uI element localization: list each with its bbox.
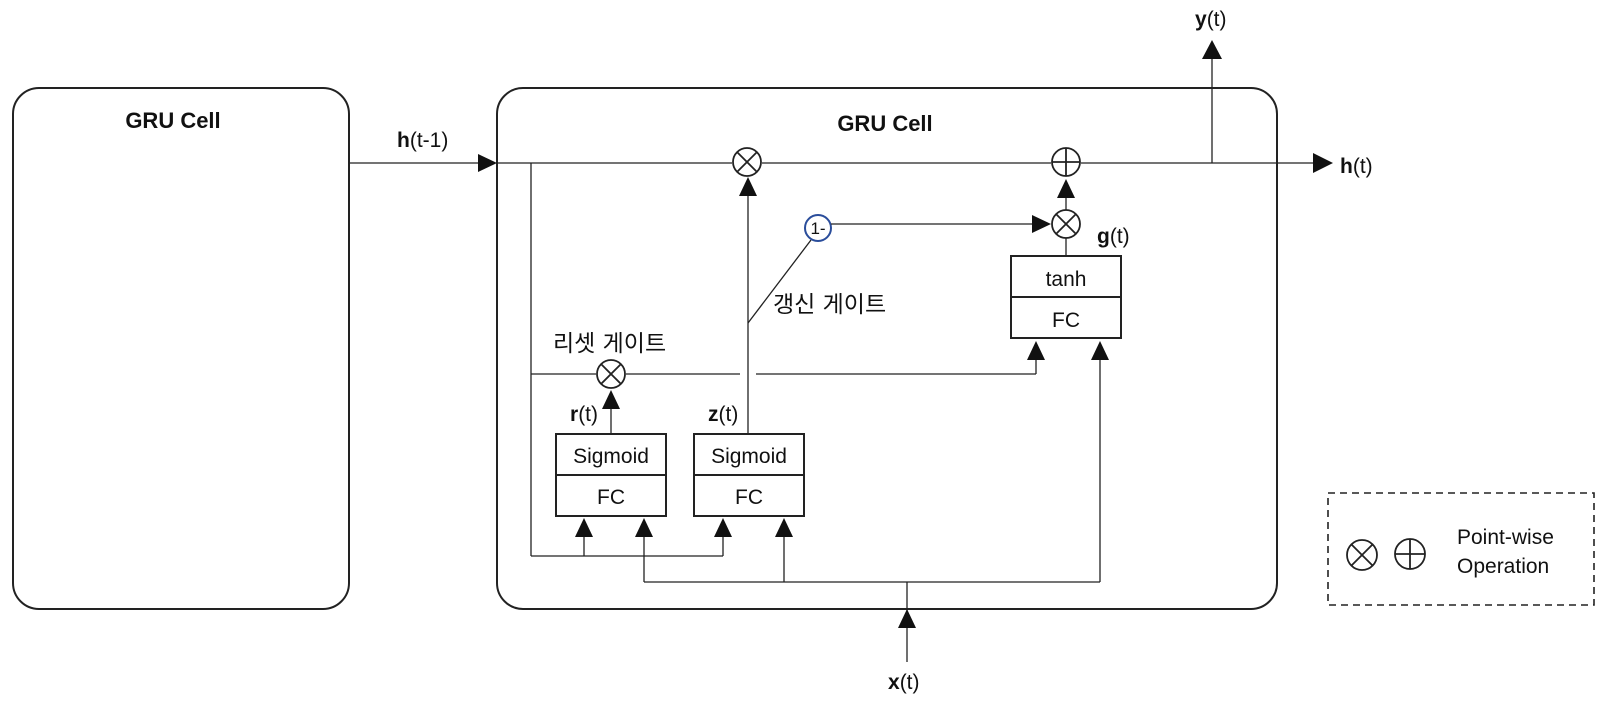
r-label: r(t) (570, 403, 598, 426)
update-h-arrow (714, 518, 732, 537)
reset-h-arrow (575, 518, 593, 537)
top-add-icon (1051, 147, 1081, 177)
h-out-label: h(t) (1340, 155, 1373, 178)
reset-multiply-icon (596, 359, 626, 389)
x-in-label: x(t) (888, 671, 920, 694)
top-multiply-icon (732, 147, 762, 177)
main-gru-cell (496, 87, 1278, 610)
h-out-arrow (1313, 153, 1333, 173)
one-minus-label: 1- (810, 219, 825, 238)
legend-multiply-icon (1346, 539, 1378, 571)
one-minus-node (804, 214, 832, 242)
reset-x-arrow (635, 518, 653, 537)
candidate-multiply-icon (1051, 209, 1081, 239)
r-arrow (602, 390, 620, 409)
candidate-fc-label: FC (1052, 309, 1080, 332)
z-to-one-minus (747, 239, 812, 324)
candidate-h-arrow (1027, 341, 1045, 360)
candidate-box (1010, 255, 1122, 339)
candidate-tanh-label: tanh (1046, 268, 1087, 291)
legend-line2: Operation (1457, 555, 1549, 578)
y-out-label: y(t) (1195, 8, 1227, 31)
update-gate-label: 갱신 게이트 (773, 292, 886, 318)
mult-to-add-arrow (1057, 179, 1075, 198)
left-gru-cell (12, 87, 350, 610)
y-out-arrow (1202, 40, 1222, 59)
left-cell-title: GRU Cell (125, 108, 220, 133)
update-gate-box (693, 433, 805, 517)
z-label: z(t) (708, 403, 738, 426)
reset-gate-box (555, 433, 667, 517)
legend-add-icon (1394, 538, 1426, 570)
legend-line1: Point-wise (1457, 526, 1554, 549)
reset-sigmoid-label: Sigmoid (573, 445, 649, 468)
update-sigmoid-label: Sigmoid (711, 445, 787, 468)
reset-gate-label: 리셋 게이트 (553, 331, 666, 357)
h-prev-arrow (478, 154, 497, 172)
update-fc-label: FC (735, 486, 763, 509)
x-in-arrow (898, 609, 916, 628)
one-minus-arrow (1032, 215, 1051, 233)
z-arrow (739, 177, 757, 196)
main-cell-title: GRU Cell (837, 111, 932, 136)
g-label: g(t) (1097, 225, 1130, 248)
h-prev-label: h(t-1) (397, 129, 448, 152)
candidate-x-arrow (1091, 341, 1109, 360)
reset-fc-label: FC (597, 486, 625, 509)
update-x-arrow (775, 518, 793, 537)
